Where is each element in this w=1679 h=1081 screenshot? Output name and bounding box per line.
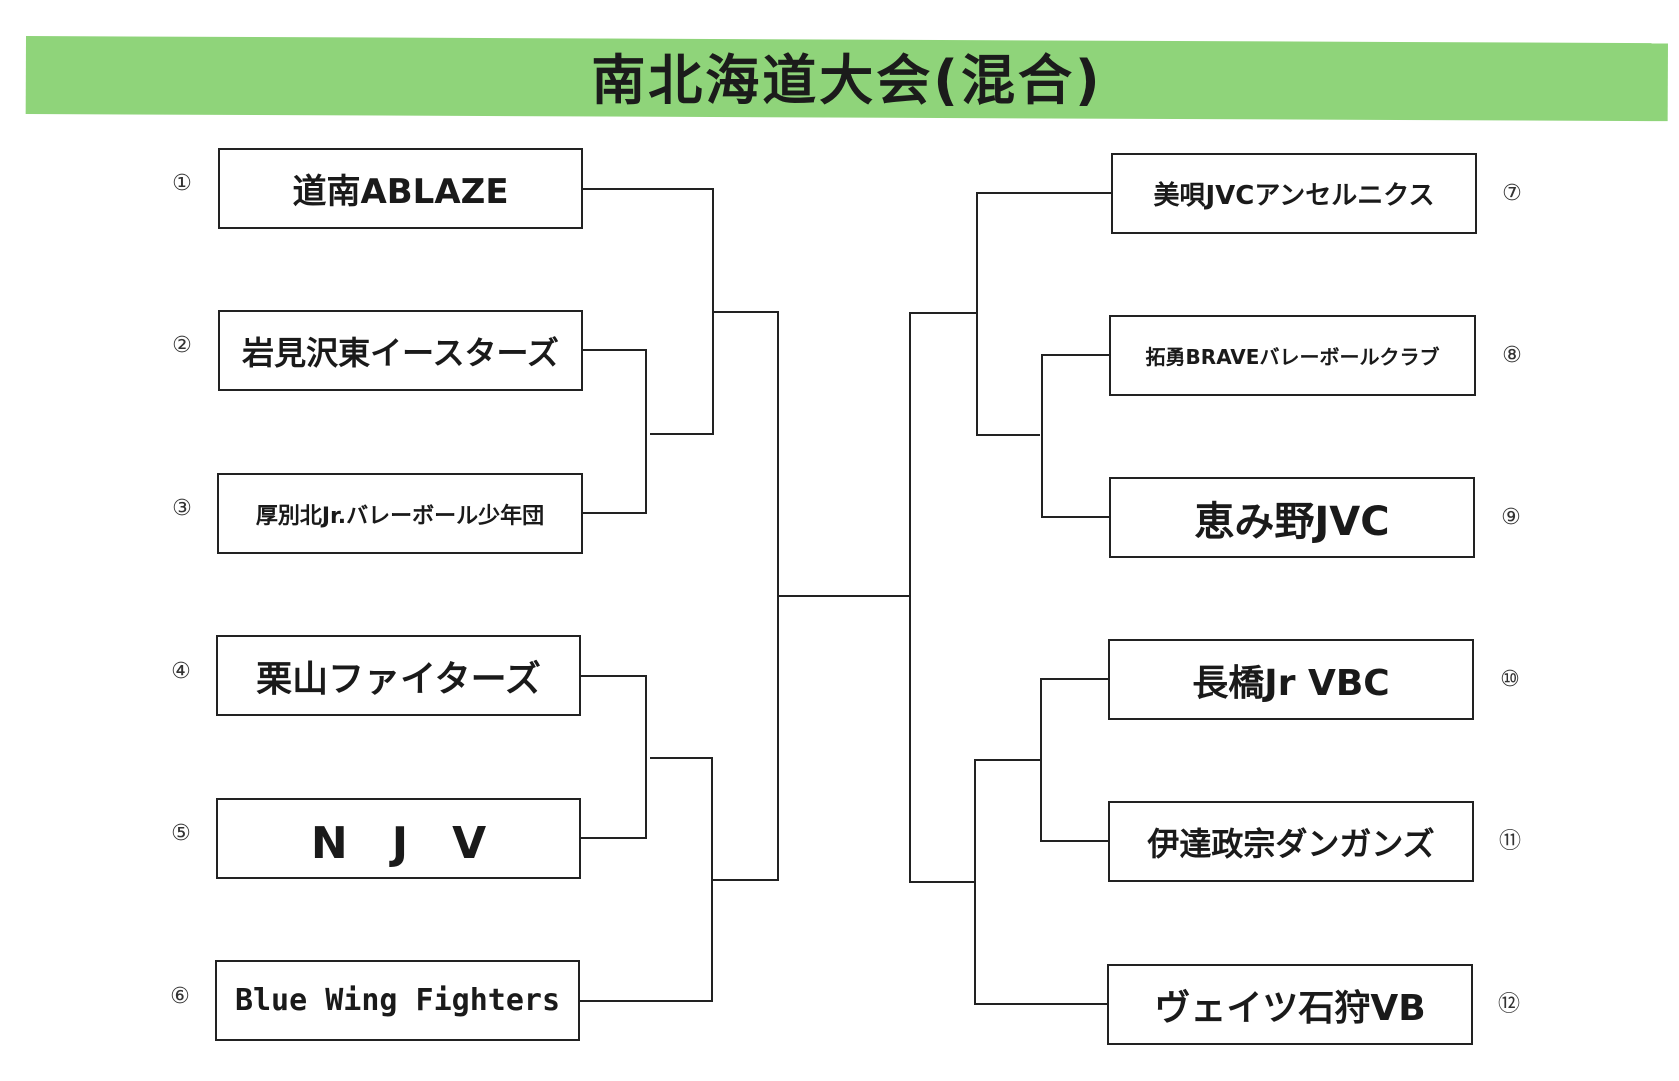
page-title: 南北海道大会(混合) (591, 48, 1103, 112)
bracket-line-l23 (583, 349, 647, 514)
seed-number: ④ (171, 659, 191, 684)
seed-number: ⑧ (1502, 343, 1522, 368)
bracket-line-lsemi2 (712, 596, 779, 881)
team-box: 恵み野JVC (1109, 477, 1475, 558)
team-box: 美唄JVCアンセルニクス (1111, 153, 1477, 234)
team-box: ヴェイツ石狩VB (1107, 964, 1473, 1045)
team-name: 道南ABLAZE (292, 172, 509, 212)
team-box: 栗山ファイターズ (216, 635, 581, 716)
team-name: 厚別北Jr.バレーボール少年団 (255, 503, 545, 529)
team-box: N J V (216, 798, 581, 879)
seed-number: ⑫ (1497, 992, 1520, 1017)
team-name: 拓勇BRAVEバレーボールクラブ (1145, 345, 1440, 369)
team-name: ヴェイツ石狩VB (1154, 987, 1426, 1029)
bracket-line-l45 (581, 675, 647, 839)
team-name: 美唄JVCアンセルニクス (1153, 181, 1435, 211)
team-box: 岩見沢東イースターズ (218, 310, 583, 391)
team-box: 伊達政宗ダンガンズ (1108, 801, 1474, 882)
team-box: Blue Wing Fighters (215, 960, 580, 1041)
seed-number: ② (172, 333, 192, 358)
team-box: 拓勇BRAVEバレーボールクラブ (1109, 315, 1476, 396)
seed-number: ⑤ (171, 821, 191, 846)
bracket-line-r7 (976, 192, 1111, 436)
seed-number: ⑦ (1502, 181, 1522, 206)
seed-number: ⑩ (1500, 667, 1520, 692)
team-name: 栗山ファイターズ (256, 658, 541, 700)
bracket-line-r89 (1041, 354, 1109, 518)
team-name: Blue Wing Fighters (234, 983, 561, 1018)
bracket-line-l1 (583, 188, 714, 435)
team-name: N J V (310, 817, 487, 869)
bracket-line-rsemi2 (909, 596, 975, 883)
seed-number: ③ (172, 496, 192, 521)
bracket-line-r1011 (1040, 678, 1108, 842)
team-name: 長橋Jr VBC (1192, 662, 1390, 704)
bracket-line-rsemi1 (909, 312, 977, 596)
seed-number: ⑪ (1498, 829, 1521, 854)
team-box: 長橋Jr VBC (1108, 639, 1474, 720)
team-box: 道南ABLAZE (218, 148, 583, 229)
team-name: 恵み野JVC (1194, 498, 1390, 545)
seed-number: ⑨ (1501, 505, 1521, 530)
seed-number: ① (172, 171, 192, 196)
team-name: 伊達政宗ダンガンズ (1147, 824, 1435, 863)
team-box: 厚別北Jr.バレーボール少年団 (217, 473, 583, 554)
seed-number: ⑥ (170, 984, 190, 1009)
team-name: 岩見沢東イースターズ (242, 333, 559, 372)
bracket-line-lsemi1 (713, 311, 779, 596)
